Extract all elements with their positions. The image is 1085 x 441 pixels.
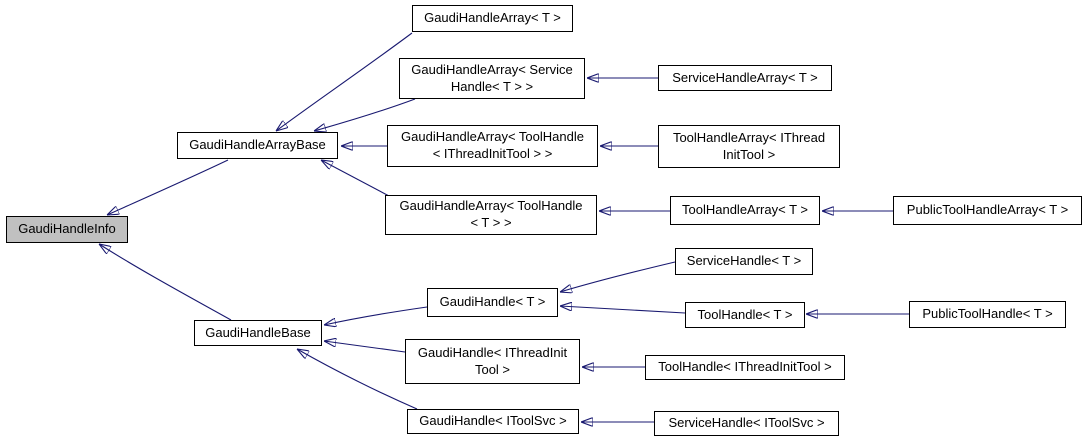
node-service-handle-array-t[interactable]: ServiceHandleArray< T > [658,65,832,91]
node-label: PublicToolHandleArray< T > [906,202,1069,218]
node-service-handle-itoolsvc[interactable]: ServiceHandle< IToolSvc > [654,411,839,436]
edge-array-toolhandle-t-to-arraybase [321,160,390,197]
node-tool-handle-array-ithreadinittool[interactable]: ToolHandleArray< IThread InitTool > [658,125,840,168]
node-gaudi-handle-t[interactable]: GaudiHandle< T > [427,288,558,317]
node-gaudi-handle-array-base[interactable]: GaudiHandleArrayBase [177,132,338,159]
node-label: ToolHandle< T > [697,306,793,322]
node-label: GaudiHandleBase [205,324,311,340]
node-gaudi-handle-ithreadinittool[interactable]: GaudiHandle< IThreadInit Tool > [405,339,580,384]
edge-handle-itoolsvc-to-handlebase [297,349,418,410]
node-service-handle-t[interactable]: ServiceHandle< T > [675,248,813,275]
node-label: GaudiHandleArray< ToolHandle [401,129,584,145]
node-label: GaudiHandleArray< Service [411,61,573,77]
node-label: GaudiHandle< IToolSvc > [419,413,567,429]
edge-handle-ithreadinit-to-handlebase [324,341,406,353]
node-gaudi-handle-array-toolhandle-ithreadinittool[interactable]: GaudiHandleArray< ToolHandle < IThreadIn… [387,125,598,167]
node-tool-handle-array-t[interactable]: ToolHandleArray< T > [670,196,820,225]
node-public-tool-handle-array-t[interactable]: PublicToolHandleArray< T > [893,196,1082,225]
node-label: ToolHandleArray< T > [682,202,808,218]
edge-servicehandle-t-to-handle-t [560,261,676,292]
edge-handle-t-to-handlebase [324,306,428,325]
node-tool-handle-ithreadinittool[interactable]: ToolHandle< IThreadInitTool > [645,355,845,380]
node-label: GaudiHandleArrayBase [189,137,326,153]
node-tool-handle-t[interactable]: ToolHandle< T > [685,302,805,328]
node-label: ServiceHandle< T > [686,253,802,269]
node-gaudi-handle-itoolsvc[interactable]: GaudiHandle< IToolSvc > [407,409,579,434]
node-gaudi-handle-info: GaudiHandleInfo [6,216,128,243]
node-label: GaudiHandleArray< T > [424,10,561,26]
node-gaudi-handle-array-servicehandle[interactable]: GaudiHandleArray< Service Handle< T > > [399,58,585,99]
node-label: < T > > [470,215,512,230]
node-label: < IThreadInitTool > > [432,146,553,161]
edge-array-t-to-arraybase [276,32,413,131]
node-label: GaudiHandleInfo [18,221,116,237]
edge-arraybase-to-info [107,159,229,215]
node-label: InitTool > [722,146,776,162]
node-public-tool-handle-t[interactable]: PublicToolHandle< T > [909,301,1066,328]
node-label: PublicToolHandle< T > [922,306,1053,322]
edge-handlebase-to-info [99,244,232,321]
node-label: ToolHandleArray< IThread [672,129,826,145]
node-label: Tool > [474,361,511,377]
edge-array-service-to-arraybase [314,98,416,131]
node-label: ServiceHandleArray< T > [672,69,818,85]
edge-toolhandle-t-to-handle-t [560,306,686,314]
node-label: Handle< T > > [450,78,534,94]
node-label: ToolHandle< IThreadInitTool > [658,359,832,375]
node-gaudi-handle-array-toolhandle-t[interactable]: GaudiHandleArray< ToolHandle < T > > [385,195,597,235]
node-label: ServiceHandle< IToolSvc > [668,415,825,431]
node-gaudi-handle-base[interactable]: GaudiHandleBase [194,320,322,346]
node-label: GaudiHandle< IThreadInit [417,344,568,360]
node-label: GaudiHandleArray< ToolHandle [399,198,583,214]
node-gaudi-handle-array-t[interactable]: GaudiHandleArray< T > [412,5,573,32]
node-label: GaudiHandle< T > [439,294,546,310]
